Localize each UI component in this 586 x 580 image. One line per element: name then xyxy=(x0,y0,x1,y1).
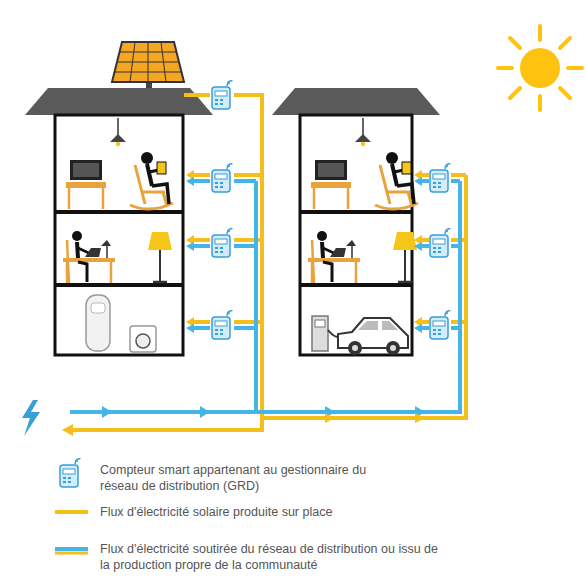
flow-arrowhead xyxy=(186,324,194,333)
right-building xyxy=(382,321,398,330)
legend-swatch xyxy=(55,458,88,553)
sun xyxy=(520,48,560,88)
left-building xyxy=(91,303,105,313)
left-building xyxy=(25,88,213,115)
flow-arrowhead xyxy=(325,413,335,423)
sun xyxy=(498,26,582,110)
left-building xyxy=(25,88,213,355)
solar-flow xyxy=(192,238,210,242)
right-building xyxy=(348,341,362,355)
sun xyxy=(560,88,570,98)
sun xyxy=(568,66,582,70)
right-building xyxy=(390,345,396,351)
legend-text: Flux d'électricité soutirée du réseau de… xyxy=(100,541,445,573)
solar-flow xyxy=(451,173,466,177)
solar-flow xyxy=(72,95,466,430)
solar-panel xyxy=(148,42,149,82)
grid-flow xyxy=(451,179,460,183)
solar-flow xyxy=(262,175,466,418)
flow-arrowhead xyxy=(414,242,422,251)
legend-text: Compteur smart appartenant au gestionnai… xyxy=(100,462,375,494)
right-building xyxy=(352,345,358,351)
legend-swatch xyxy=(55,547,88,551)
flow-arrowhead xyxy=(414,324,422,333)
solar-panel xyxy=(112,42,184,82)
solar-panel xyxy=(112,42,184,90)
grid-flow xyxy=(451,244,460,248)
right-building xyxy=(315,320,325,327)
solar-panel xyxy=(161,42,166,82)
sun xyxy=(510,88,520,98)
left-building xyxy=(63,118,173,283)
flow-arrowhead xyxy=(415,413,425,423)
grid-flow xyxy=(192,179,210,183)
solar-flow xyxy=(234,173,262,177)
solar-flow xyxy=(192,320,210,324)
grid-flow xyxy=(451,326,460,330)
grid-flow xyxy=(234,244,256,248)
smart-meter xyxy=(212,80,233,109)
left-building xyxy=(86,295,110,351)
right-building xyxy=(272,88,440,115)
smart-meter xyxy=(430,163,451,192)
legend-swatch xyxy=(55,510,88,514)
right-building xyxy=(312,316,328,351)
grid-lightning xyxy=(22,400,40,436)
smart-meter xyxy=(212,228,233,257)
legend-text: Flux d'électricité solaire produite sur … xyxy=(100,504,540,520)
legend-swatch xyxy=(60,458,81,487)
smart-meter xyxy=(212,80,451,339)
solar-panel xyxy=(130,42,135,82)
smart-meter xyxy=(212,310,233,339)
solar-panel xyxy=(115,42,182,82)
grid-flow xyxy=(192,326,210,330)
smart-meter xyxy=(430,310,451,339)
left-building xyxy=(55,115,183,355)
right-building xyxy=(300,115,412,355)
grid-flow xyxy=(70,181,460,412)
smart-meter xyxy=(212,163,233,192)
sun xyxy=(498,66,512,70)
legend-swatch xyxy=(55,552,88,555)
flow-arrowhead xyxy=(102,406,112,418)
flow-arrowhead xyxy=(62,170,425,436)
solar-flow xyxy=(184,93,210,97)
sun xyxy=(498,26,582,110)
left-building xyxy=(130,326,156,352)
left-building xyxy=(136,334,150,348)
grid-flow xyxy=(234,179,256,183)
grid-flow xyxy=(192,244,210,248)
right-building xyxy=(308,118,418,283)
sun xyxy=(538,96,542,110)
grid-lightning xyxy=(22,400,40,436)
sun xyxy=(510,38,520,48)
right-building xyxy=(300,210,412,214)
flow-arrowhead xyxy=(62,424,73,436)
grid-flow xyxy=(70,181,460,412)
sun xyxy=(538,26,542,40)
grid-flow xyxy=(234,326,256,330)
smart-meter xyxy=(430,228,451,257)
sun xyxy=(560,38,570,48)
flow-arrowhead xyxy=(186,177,194,186)
flow-arrowhead xyxy=(414,177,422,186)
left-building xyxy=(55,210,183,214)
right-building xyxy=(300,283,412,287)
grid-flow xyxy=(254,181,258,412)
right-building xyxy=(272,88,440,355)
flow-arrowhead xyxy=(200,406,210,418)
solar-flow xyxy=(72,95,262,430)
right-building xyxy=(358,321,378,330)
solar-flow xyxy=(192,173,210,177)
flow-arrowhead xyxy=(186,242,194,251)
right-building xyxy=(386,341,400,355)
left-building xyxy=(55,283,183,287)
